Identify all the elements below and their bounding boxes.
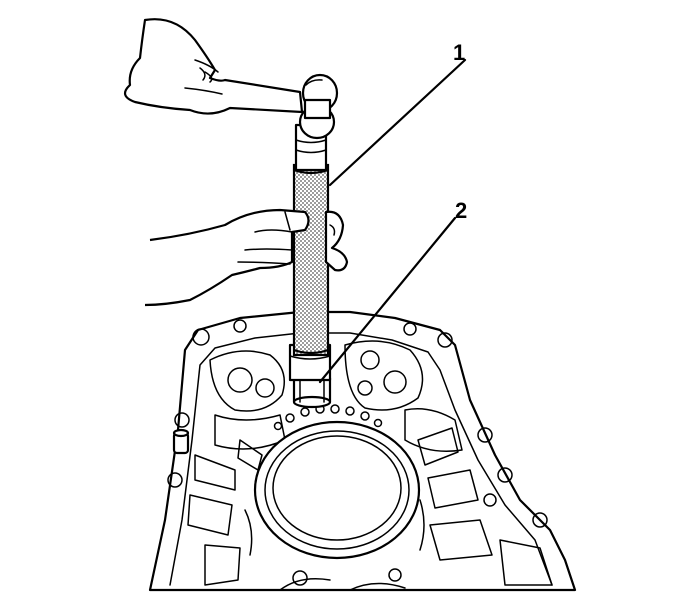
- leader-lines: [318, 58, 467, 384]
- seal: [292, 376, 332, 409]
- callout-1: 1: [453, 40, 466, 65]
- transmission-case: [148, 310, 577, 592]
- hand-icon: [123, 18, 304, 115]
- leader-line-1: [328, 58, 467, 187]
- leader-line-2: [318, 216, 457, 384]
- hammer-icon: [298, 73, 339, 140]
- callout-2: 2: [455, 198, 468, 223]
- hand-icon: [144, 208, 349, 307]
- seal-installer-tool: [288, 123, 332, 382]
